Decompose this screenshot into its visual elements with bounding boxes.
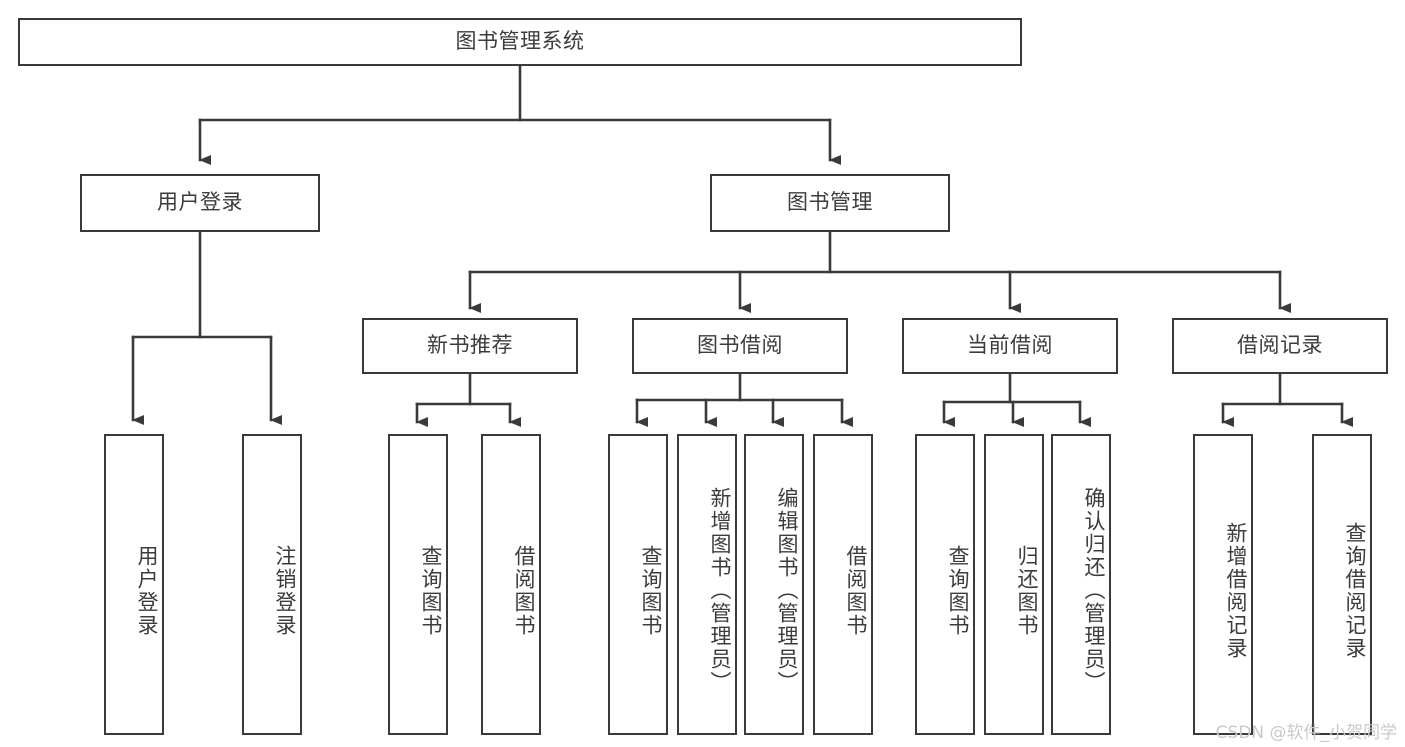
node-book-borrow-label: 图书借阅	[697, 333, 783, 358]
node-leaf-edit-book[interactable]: 编辑图书（管理员）	[744, 434, 804, 735]
node-borrow-record[interactable]: 借阅记录	[1172, 318, 1388, 374]
node-current-borrow-label: 当前借阅	[967, 333, 1053, 358]
node-leaf-borrow-book-1[interactable]: 借阅图书	[481, 434, 541, 735]
node-leaf-query-book-1-label: 查询图书	[419, 544, 443, 637]
node-leaf-user-login-label: 用户登录	[135, 544, 159, 637]
node-root[interactable]: 图书管理系统	[18, 18, 1022, 66]
node-leaf-confirm-return-label: 确认归还（管理员）	[1082, 487, 1106, 694]
node-leaf-add-record[interactable]: 新增借阅记录	[1193, 434, 1253, 735]
node-leaf-query-book-3[interactable]: 查询图书	[915, 434, 975, 735]
node-borrow-record-label: 借阅记录	[1237, 333, 1323, 358]
node-leaf-query-book-1[interactable]: 查询图书	[388, 434, 448, 735]
node-leaf-edit-book-label: 编辑图书（管理员）	[775, 487, 799, 694]
node-leaf-borrow-book-2[interactable]: 借阅图书	[813, 434, 873, 735]
node-leaf-add-book[interactable]: 新增图书（管理员）	[677, 434, 737, 735]
node-leaf-add-book-label: 新增图书（管理员）	[708, 487, 732, 694]
node-new-book-rec-label: 新书推荐	[427, 333, 513, 358]
node-current-borrow[interactable]: 当前借阅	[902, 318, 1118, 374]
node-new-book-rec[interactable]: 新书推荐	[362, 318, 578, 374]
node-leaf-return-book[interactable]: 归还图书	[984, 434, 1044, 735]
node-leaf-logout[interactable]: 注销登录	[242, 434, 302, 735]
node-leaf-user-login[interactable]: 用户登录	[104, 434, 164, 735]
node-book-manage[interactable]: 图书管理	[710, 174, 950, 232]
node-root-label: 图书管理系统	[455, 29, 585, 54]
csdn-watermark: CSDN @软件_小贺同学	[1215, 723, 1397, 743]
node-leaf-confirm-return[interactable]: 确认归还（管理员）	[1051, 434, 1111, 735]
node-leaf-query-book-3-label: 查询图书	[946, 544, 970, 637]
node-leaf-query-record-label: 查询借阅记录	[1343, 521, 1367, 660]
node-leaf-logout-label: 注销登录	[273, 544, 297, 637]
node-book-borrow[interactable]: 图书借阅	[632, 318, 848, 374]
node-book-manage-label: 图书管理	[787, 190, 873, 215]
node-leaf-query-record[interactable]: 查询借阅记录	[1312, 434, 1372, 735]
node-leaf-return-book-label: 归还图书	[1015, 544, 1039, 637]
node-leaf-add-record-label: 新增借阅记录	[1224, 521, 1248, 660]
node-leaf-query-book-2-label: 查询图书	[639, 544, 663, 637]
node-leaf-query-book-2[interactable]: 查询图书	[608, 434, 668, 735]
node-user-login-label: 用户登录	[157, 190, 243, 215]
node-leaf-borrow-book-1-label: 借阅图书	[512, 544, 536, 637]
node-user-login[interactable]: 用户登录	[80, 174, 320, 232]
node-leaf-borrow-book-2-label: 借阅图书	[844, 544, 868, 637]
